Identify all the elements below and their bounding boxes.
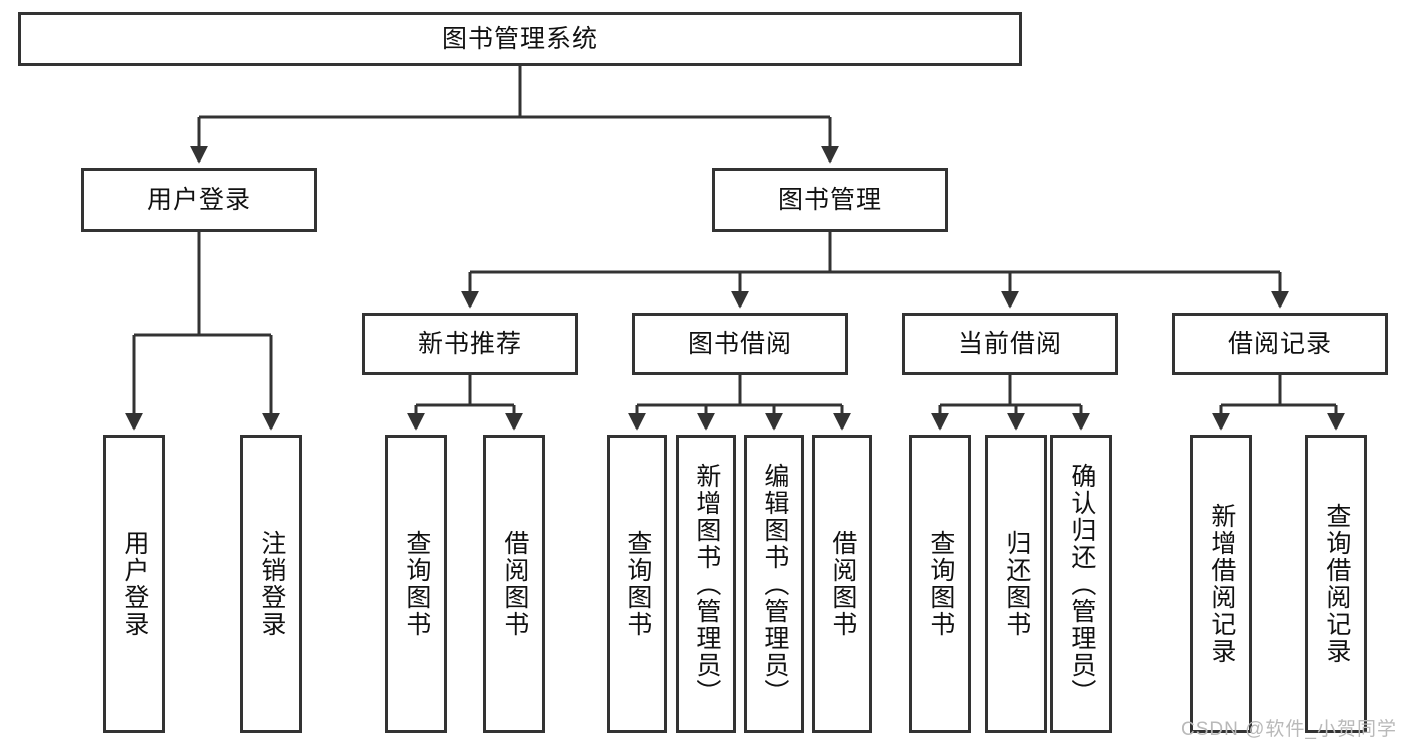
node-leaf-query-borrow-record[interactable]: 查询借阅记录: [1305, 435, 1367, 733]
node-leaf-add-book[interactable]: 新增图书（管理员）: [676, 435, 736, 733]
node-new-book-recommend-label: 新书推荐: [417, 330, 522, 358]
node-borrow-record[interactable]: 借阅记录: [1172, 313, 1388, 375]
node-leaf-query-book-1[interactable]: 查询图书: [385, 435, 447, 733]
node-leaf-return-book-label: 归还图书: [1002, 530, 1031, 638]
node-user-login[interactable]: 用户登录: [81, 168, 317, 232]
node-root-label: 图书管理系统: [441, 25, 598, 53]
node-leaf-query-book-3[interactable]: 查询图书: [909, 435, 971, 733]
node-leaf-borrow-book-1[interactable]: 借阅图书: [483, 435, 545, 733]
node-book-borrow[interactable]: 图书借阅: [632, 313, 848, 375]
node-leaf-add-borrow-record-label: 新增借阅记录: [1207, 503, 1236, 665]
node-leaf-user-logout[interactable]: 注销登录: [240, 435, 302, 733]
node-leaf-edit-book[interactable]: 编辑图书（管理员）: [744, 435, 804, 733]
node-leaf-query-borrow-record-label: 查询借阅记录: [1322, 503, 1351, 665]
node-root[interactable]: 图书管理系统: [18, 12, 1022, 66]
node-leaf-query-book-2[interactable]: 查询图书: [607, 435, 667, 733]
node-book-manage[interactable]: 图书管理: [712, 168, 948, 232]
node-leaf-query-book-2-label: 查询图书: [623, 530, 652, 638]
node-leaf-return-book[interactable]: 归还图书: [985, 435, 1047, 733]
node-leaf-query-book-3-label: 查询图书: [926, 530, 955, 638]
node-leaf-borrow-book-1-label: 借阅图书: [500, 530, 529, 638]
node-leaf-user-logout-label: 注销登录: [257, 530, 286, 638]
node-leaf-confirm-return-label: 确认归还（管理员）: [1067, 462, 1096, 706]
node-borrow-record-label: 借阅记录: [1227, 330, 1332, 358]
node-leaf-borrow-book-2[interactable]: 借阅图书: [812, 435, 872, 733]
node-book-manage-label: 图书管理: [777, 186, 882, 214]
node-leaf-confirm-return[interactable]: 确认归还（管理员）: [1050, 435, 1112, 733]
watermark-text: CSDN @软件_小贺同学: [1181, 719, 1397, 740]
node-current-borrow[interactable]: 当前借阅: [902, 313, 1118, 375]
node-book-borrow-label: 图书借阅: [687, 330, 792, 358]
node-leaf-add-book-label: 新增图书（管理员）: [692, 462, 721, 706]
node-leaf-query-book-1-label: 查询图书: [402, 530, 431, 638]
node-current-borrow-label: 当前借阅: [957, 330, 1062, 358]
node-user-login-label: 用户登录: [146, 186, 251, 214]
node-leaf-edit-book-label: 编辑图书（管理员）: [760, 462, 789, 706]
node-leaf-add-borrow-record[interactable]: 新增借阅记录: [1190, 435, 1252, 733]
node-leaf-borrow-book-2-label: 借阅图书: [828, 530, 857, 638]
node-new-book-recommend[interactable]: 新书推荐: [362, 313, 578, 375]
node-leaf-user-login-label: 用户登录: [120, 530, 149, 638]
node-leaf-user-login[interactable]: 用户登录: [103, 435, 165, 733]
